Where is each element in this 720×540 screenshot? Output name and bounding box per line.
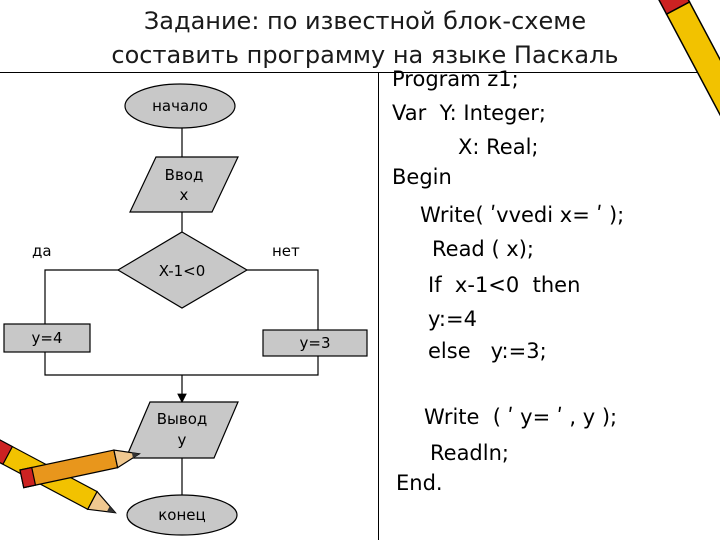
yes-action-box — [3, 323, 91, 353]
yes-branch-label: да — [32, 242, 52, 260]
title-line-1: Задание: по известной блок-схеме — [143, 7, 587, 35]
yes-action-label: y=4 — [32, 329, 63, 347]
input-label-1: Ввод — [165, 166, 204, 184]
code-line-8: y:=4 — [428, 307, 477, 331]
flowchart: начало Ввод x X-1<0 да нет y=4 y=3 Вывод… — [0, 83, 368, 536]
code-line-11: Readln; — [430, 441, 509, 465]
vertical-divider — [378, 72, 379, 540]
input-label-2: x — [180, 186, 189, 204]
pencils-decoration — [0, 439, 141, 514]
title-line-2: составить программу на языке Паскаль — [111, 41, 619, 69]
code-line-5: Write( ʹvvedi x= ʹ ); — [420, 203, 625, 227]
code-line-2: Var Y: Integer; — [392, 101, 546, 125]
input-parallelogram — [129, 156, 239, 213]
no-action-label: y=3 — [300, 334, 331, 352]
pencil-decoration-top-right — [657, 0, 720, 148]
output-label-2: y — [178, 431, 187, 449]
start-label: начало — [152, 97, 208, 115]
code-line-9: else y:=3; — [428, 339, 547, 363]
output-label-1: Вывод — [157, 410, 208, 428]
code-line-3: X: Real; — [458, 135, 539, 159]
condition-diamond — [116, 231, 249, 309]
condition-label: X-1<0 — [159, 262, 206, 280]
code-line-10: Write ( ʹ y= ʹ , y ); — [424, 405, 618, 429]
no-branch-label: нет — [272, 242, 300, 260]
code-line-7: If x-1<0 then — [428, 273, 581, 297]
code-line-12: End. — [396, 471, 443, 495]
start-oval — [124, 83, 236, 129]
code-line-4: Begin — [392, 165, 452, 189]
horizontal-divider — [0, 72, 720, 73]
output-parallelogram — [125, 401, 239, 459]
code-line-6: Read ( x); — [432, 237, 535, 261]
end-label: конец — [158, 506, 205, 524]
no-action-box — [262, 329, 368, 357]
code-line-1: Program z1; — [392, 67, 519, 91]
flow-connectors — [44, 128, 319, 500]
end-oval — [126, 494, 238, 536]
